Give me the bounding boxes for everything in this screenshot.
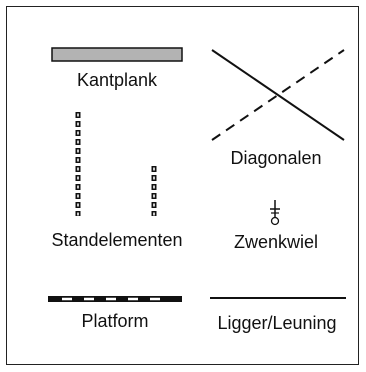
- zwenkwiel-label: Zwenkwiel: [234, 232, 318, 252]
- standelementen-label: Standelementen: [51, 230, 182, 250]
- diagonalen-label: Diagonalen: [230, 148, 321, 168]
- kantplank-label: Kantplank: [77, 70, 158, 90]
- platform-label: Platform: [81, 311, 148, 331]
- kantplank-symbol: [51, 47, 183, 62]
- caster-wheel-icon: [270, 200, 280, 226]
- legend-frame: [6, 6, 359, 365]
- platform-symbol: [48, 296, 182, 302]
- standelementen-symbol: [75, 112, 157, 216]
- ligger-label: Ligger/Leuning: [217, 313, 336, 333]
- diagonalen-symbol: [211, 49, 345, 141]
